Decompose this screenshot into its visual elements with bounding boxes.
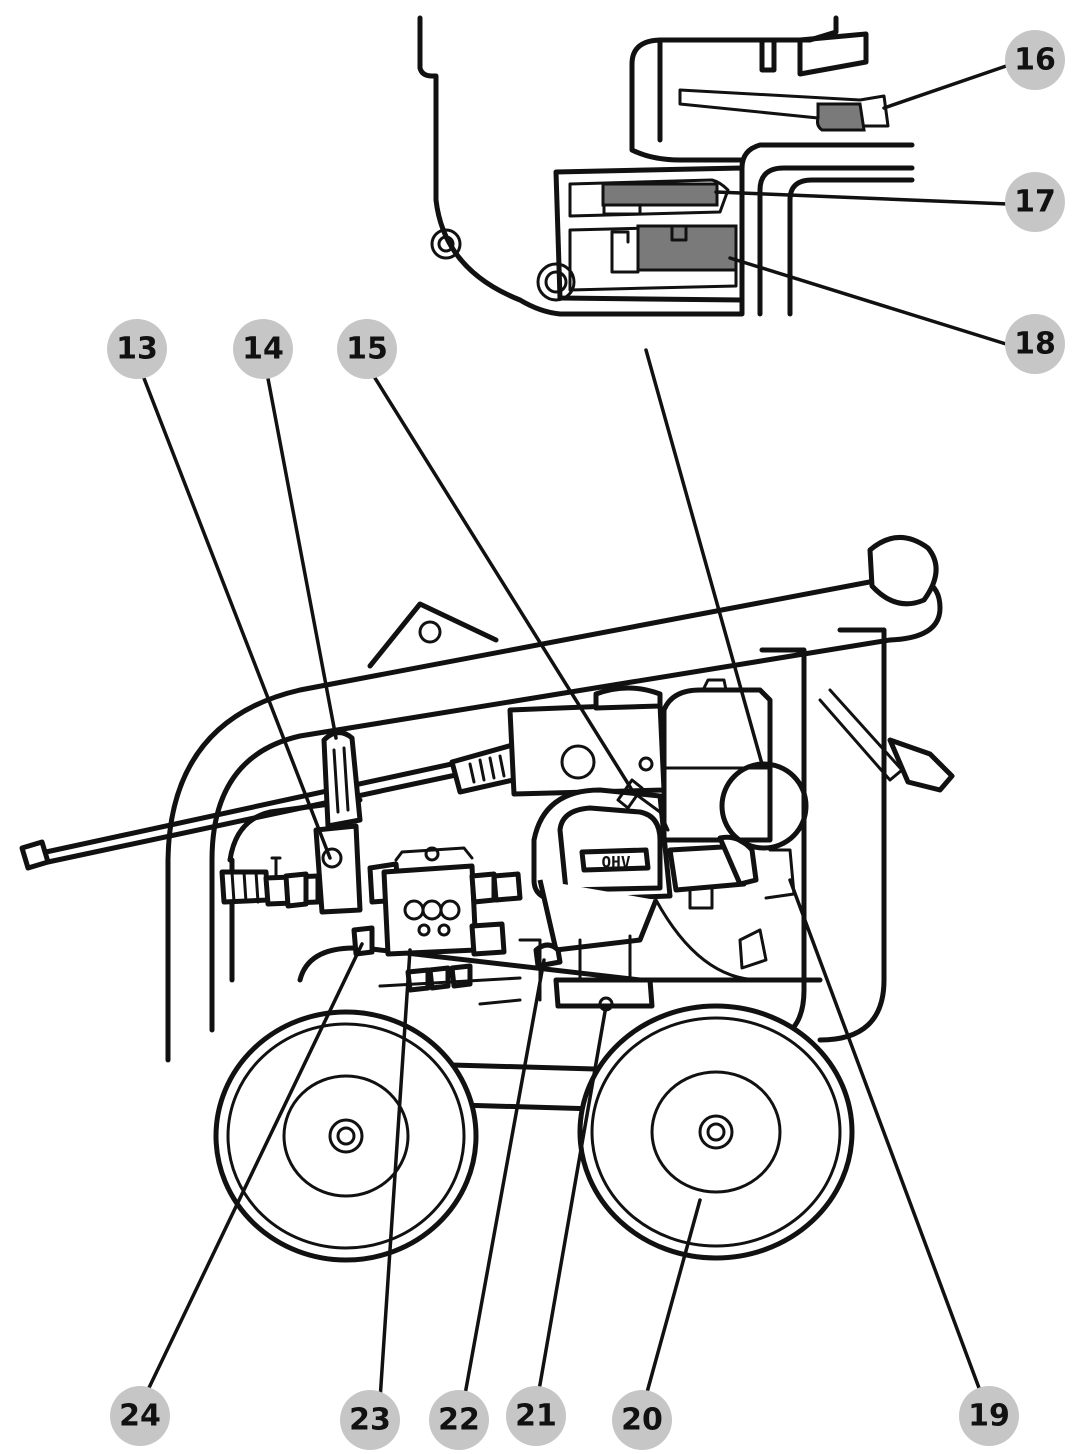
leader-24 (144, 942, 364, 1396)
callout-21: 21 (506, 1386, 566, 1446)
callout-18-label: 18 (1014, 327, 1056, 362)
leader-lines (138, 62, 1014, 1402)
left-wheel (213, 1009, 479, 1263)
pressure-washer: OHV (19, 535, 955, 1263)
leader-19 (788, 878, 984, 1398)
leader-14 (264, 366, 338, 740)
callout-13: 13 (107, 319, 167, 379)
callout-15-label: 15 (346, 332, 388, 367)
callout-15: 15 (337, 319, 397, 379)
callout-14-label: 14 (242, 332, 284, 367)
callout-22: 22 (429, 1390, 489, 1450)
leader-20 (644, 1198, 702, 1398)
leader-17 (714, 190, 1010, 206)
leader-22 (462, 958, 546, 1402)
callout-20-label: 20 (621, 1403, 663, 1438)
leader-18 (728, 256, 1008, 346)
leader-16 (882, 62, 1014, 110)
leader-13 (138, 366, 332, 860)
callout-19: 19 (959, 1386, 1019, 1446)
leader-23 (378, 948, 412, 1402)
callout-22-label: 22 (438, 1403, 480, 1438)
inset-detail (417, 15, 915, 317)
callout-19-label: 19 (968, 1399, 1010, 1434)
callout-17: 17 (1005, 172, 1065, 232)
leader-inset-ring (644, 348, 764, 766)
leader-15 (368, 368, 634, 792)
callout-16-label: 16 (1014, 43, 1056, 78)
callout-24-label: 24 (119, 1399, 161, 1434)
callout-21-label: 21 (515, 1399, 557, 1434)
right-wheel (577, 1003, 855, 1261)
callout-14: 14 (233, 319, 293, 379)
callout-18: 18 (1005, 314, 1065, 374)
callout-13-label: 13 (116, 332, 158, 367)
callout-23: 23 (340, 1390, 400, 1450)
callout-24: 24 (110, 1386, 170, 1446)
callout-17-label: 17 (1014, 185, 1056, 220)
leader-21 (536, 1004, 608, 1398)
callout-23-label: 23 (349, 1403, 391, 1438)
callout-16: 16 (1005, 30, 1065, 90)
callout-20: 20 (612, 1390, 672, 1450)
engine-badge-text: OHV (602, 853, 631, 872)
